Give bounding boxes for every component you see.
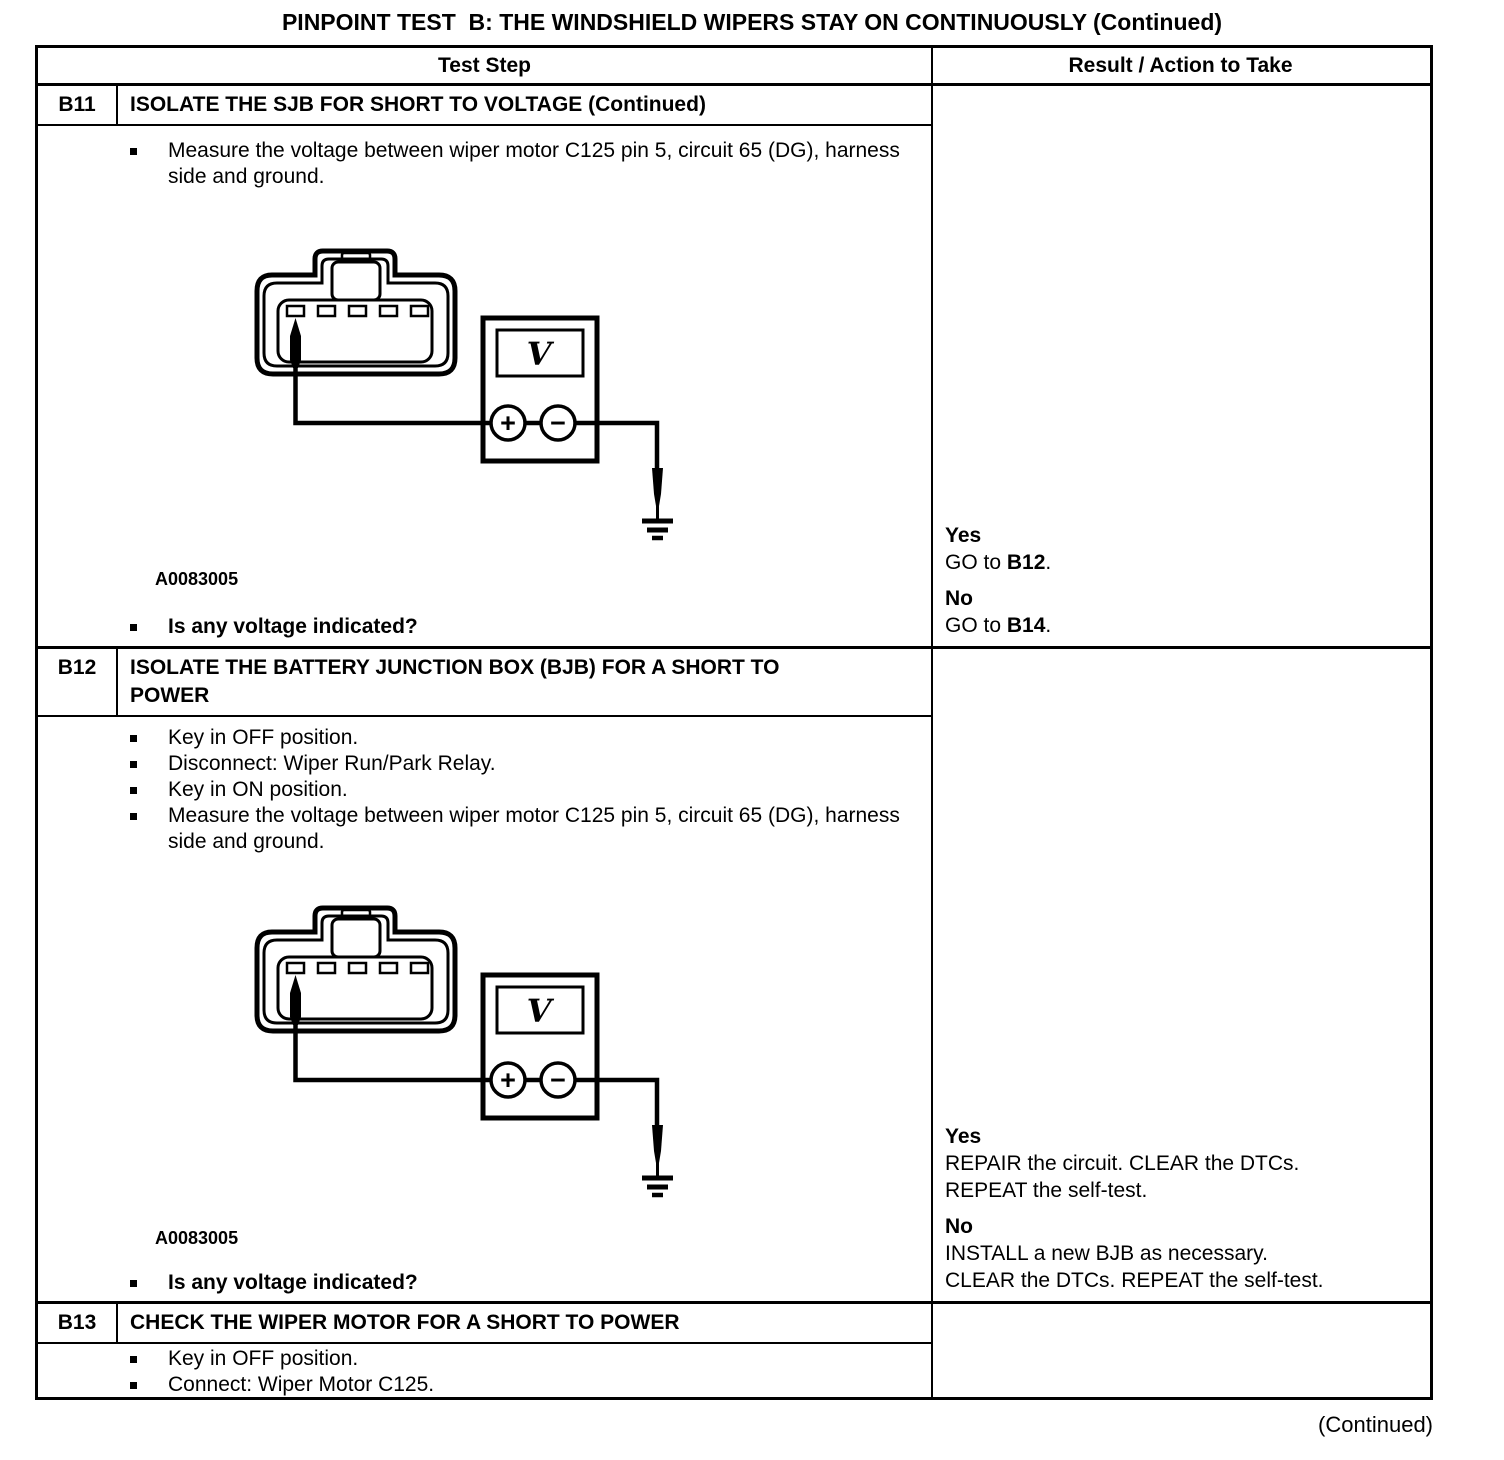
wiring-figure: + − V xyxy=(254,248,673,541)
connector-icon xyxy=(254,248,458,377)
result-action: REPAIR the circuit. CLEAR the DTCs. xyxy=(945,1152,1300,1175)
bullet-icon xyxy=(130,1382,137,1389)
step-question: Is any voltage indicated? xyxy=(130,614,418,640)
result-yes: Yes REPAIR the circuit. CLEAR the DTCs. … xyxy=(945,1123,1420,1204)
result-action: REPEAT the self-test. xyxy=(945,1179,1148,1202)
step-id-b13: B13 xyxy=(38,1304,118,1342)
bullet-icon xyxy=(130,1280,137,1287)
connector-icon xyxy=(254,905,458,1034)
ground-probe-icon xyxy=(652,468,663,506)
step-title-b11: ISOLATE THE SJB FOR SHORT TO VOLTAGE (Co… xyxy=(130,93,706,116)
step-item: Key in OFF position. xyxy=(130,725,908,751)
result-no: No INSTALL a new BJB as necessary. CLEAR… xyxy=(945,1213,1420,1294)
page-title: PINPOINT TEST B: THE WINDSHIELD WIPERS S… xyxy=(281,9,1223,35)
step-item: Measure the voltage between wiper motor … xyxy=(130,803,908,855)
positive-terminal-icon xyxy=(489,404,527,442)
connector-pins xyxy=(285,304,430,318)
figure-code: A0083005 xyxy=(155,1228,239,1248)
voltmeter-label: V xyxy=(527,335,555,373)
table-header-row: Test Step Result / Action to Take xyxy=(38,48,1430,83)
step-id-b11: B11 xyxy=(38,86,118,124)
bullet-icon xyxy=(130,1356,137,1363)
step-title-b13: CHECK THE WIPER MOTOR FOR A SHORT TO POW… xyxy=(130,1311,680,1334)
result-cell-b13 xyxy=(933,1304,1428,1397)
result-cell-b12: Yes REPAIR the circuit. CLEAR the DTCs. … xyxy=(933,649,1428,1301)
bullet-icon xyxy=(130,735,137,742)
step-item: Connect: Wiper Motor C125. xyxy=(130,1372,434,1398)
ground-icon xyxy=(642,1125,673,1198)
connector-pins xyxy=(285,961,430,975)
result-action: GO to B14. xyxy=(945,614,1052,637)
negative-terminal-icon xyxy=(539,1061,577,1099)
step-item-list: Key in OFF position. Disconnect: Wiper R… xyxy=(130,725,908,855)
column-header-result: Result / Action to Take xyxy=(1068,53,1293,77)
step-question: Is any voltage indicated? xyxy=(130,1270,418,1296)
result-action: CLEAR the DTCs. REPEAT the self-test. xyxy=(945,1269,1324,1292)
ground-icon xyxy=(642,468,673,541)
plus-terminal-label: + xyxy=(500,1065,516,1095)
step-item: Disconnect: Wiper Run/Park Relay. xyxy=(130,751,908,777)
voltmeter-display xyxy=(495,985,585,1035)
step-item: Key in OFF position. xyxy=(130,1346,434,1372)
continued-note: (Continued) xyxy=(1318,1412,1433,1437)
ground-probe-icon xyxy=(652,1125,663,1163)
test-step-block-b12: B12 ISOLATE THE BATTERY JUNCTION BOX (BJ… xyxy=(38,646,1430,1301)
step-id-b12: B12 xyxy=(38,649,118,715)
wiring-figure-b11: + − V xyxy=(250,244,700,555)
bullet-icon xyxy=(130,148,137,155)
negative-terminal-icon xyxy=(539,404,577,442)
result-action: GO to B12. xyxy=(945,551,1052,574)
bullet-icon xyxy=(130,787,137,794)
step-item-list: Key in OFF position. Connect: Wiper Moto… xyxy=(130,1346,434,1398)
test-step-block-b13: B13 CHECK THE WIPER MOTOR FOR A SHORT TO… xyxy=(38,1301,1430,1397)
plus-terminal-label: + xyxy=(500,408,516,438)
bullet-icon xyxy=(130,813,137,820)
step-item: Measure the voltage between wiper motor … xyxy=(130,138,908,190)
wiring-figure: + − V xyxy=(254,905,673,1198)
probe-icon xyxy=(290,318,301,368)
result-yes: Yes GO to B12. xyxy=(945,522,1420,576)
test-lead-wire xyxy=(293,362,660,468)
bullet-icon xyxy=(130,761,137,768)
bullet-icon xyxy=(130,624,137,631)
test-step-block-b11: B11 ISOLATE THE SJB FOR SHORT TO VOLTAGE… xyxy=(38,83,1430,646)
figure-code: A0083005 xyxy=(155,569,239,589)
wiring-figure-b12: + − V xyxy=(250,901,700,1212)
step-item: Key in ON position. xyxy=(130,777,908,803)
test-lead-wire xyxy=(293,1019,660,1125)
pinpoint-test-table: Test Step Result / Action to Take B11 IS… xyxy=(35,45,1433,1400)
positive-terminal-icon xyxy=(489,1061,527,1099)
minus-terminal-label: − xyxy=(550,408,566,438)
result-action: INSTALL a new BJB as necessary. xyxy=(945,1242,1268,1265)
result-no: No GO to B14. xyxy=(945,585,1420,639)
voltmeter-display xyxy=(495,328,585,378)
probe-icon xyxy=(290,975,301,1025)
column-header-test-step: Test Step xyxy=(38,48,933,83)
voltmeter-label: V xyxy=(527,992,555,1030)
step-title-b12: ISOLATE THE BATTERY JUNCTION BOX (BJB) F… xyxy=(130,656,780,707)
minus-terminal-label: − xyxy=(550,1065,566,1095)
result-cell-b11: Yes GO to B12. No GO to B14. xyxy=(933,86,1428,646)
